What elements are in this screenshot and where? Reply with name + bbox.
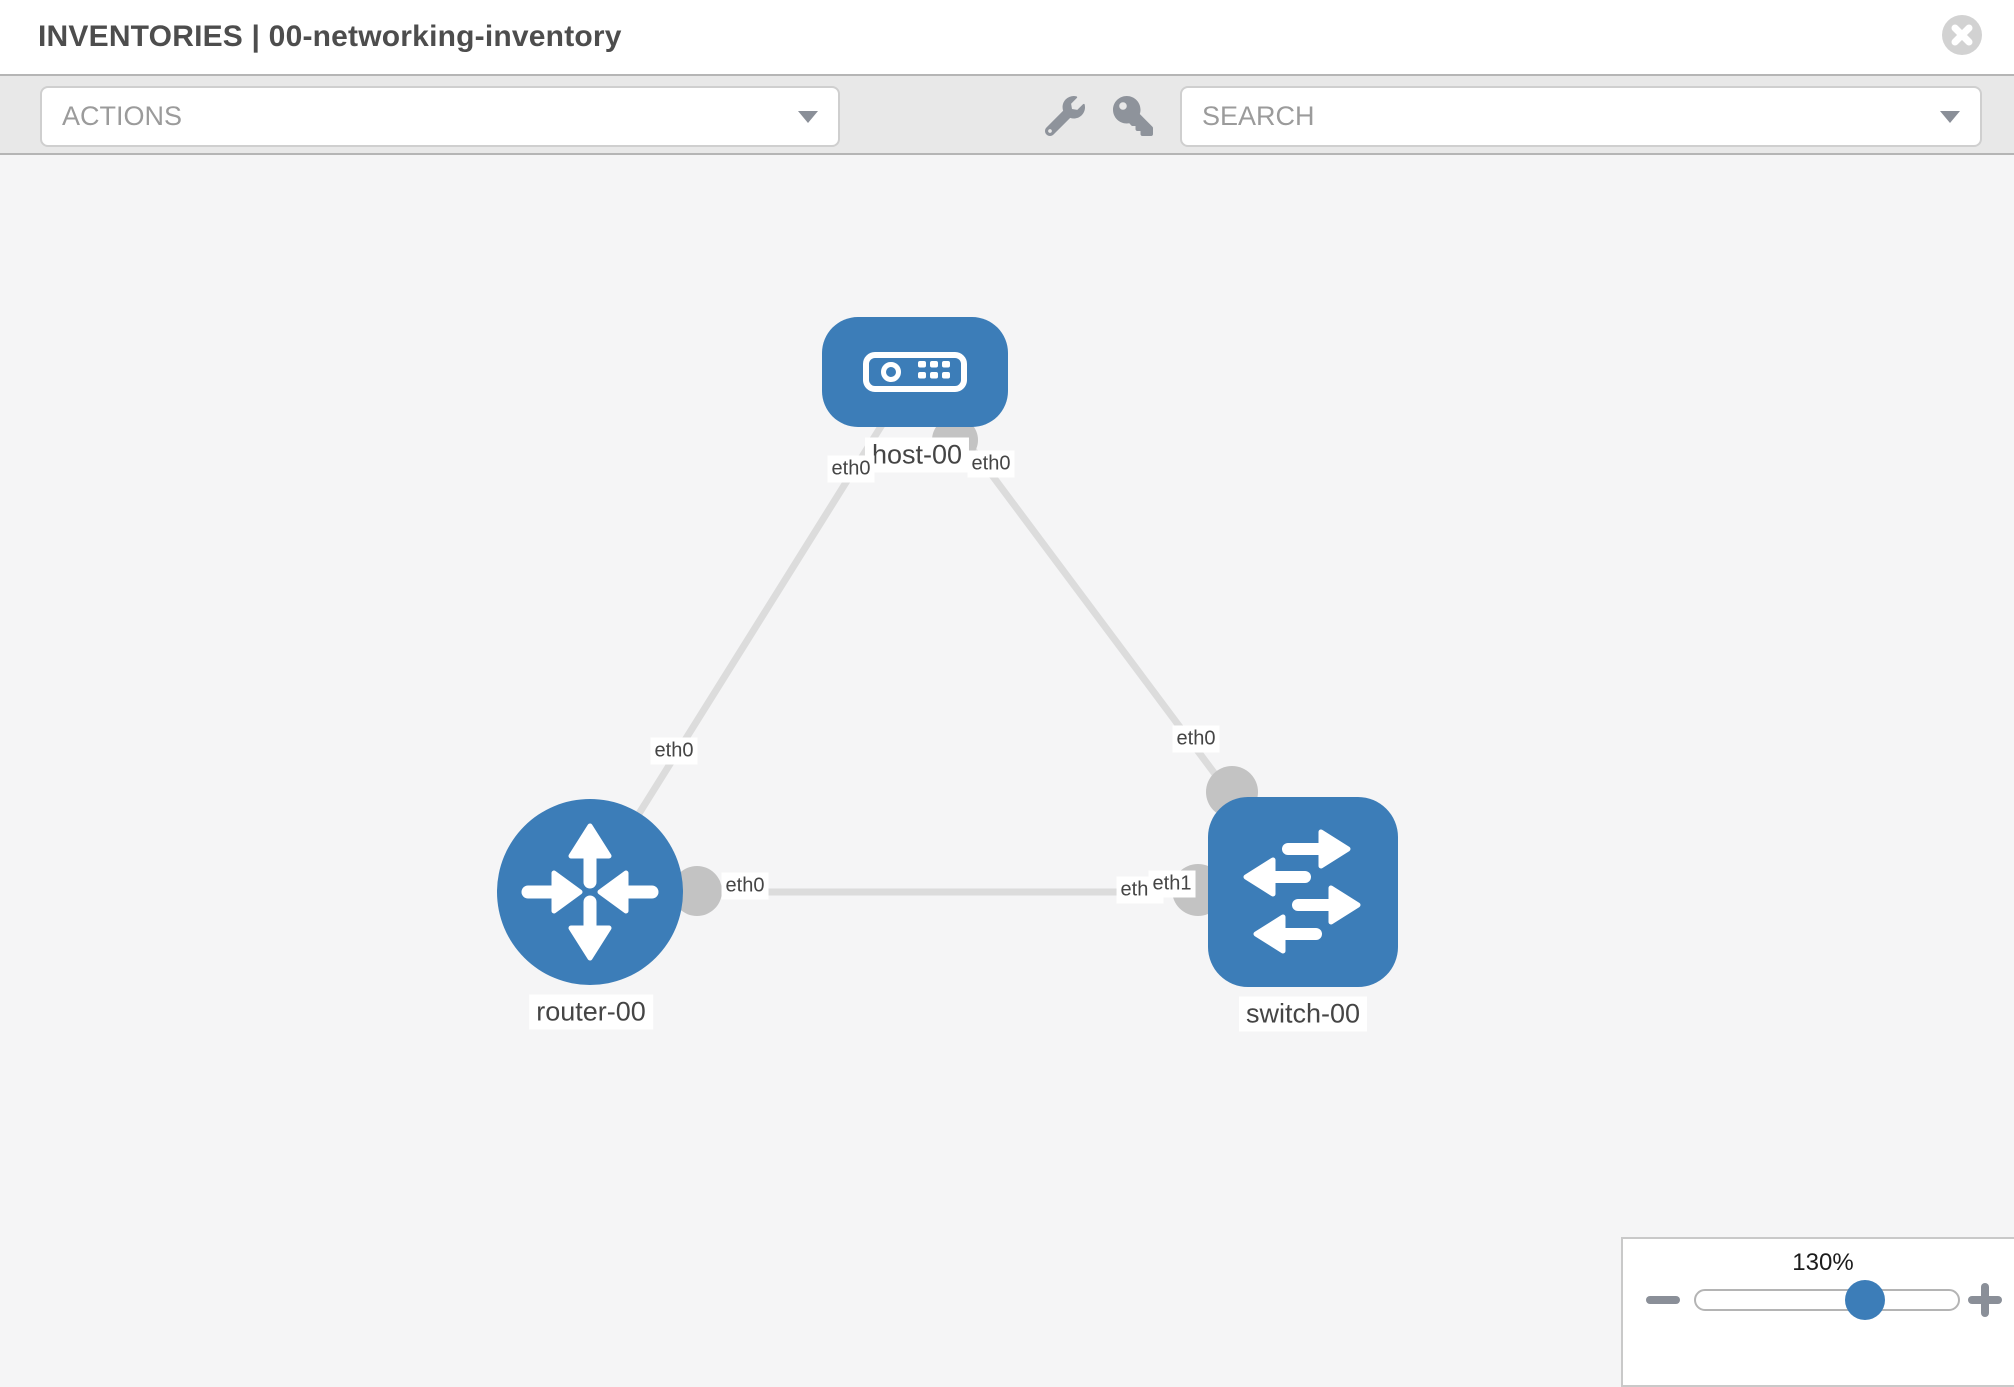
zoom-in-button[interactable] <box>1967 1282 2003 1318</box>
interface-label: eth1 <box>1148 870 1196 898</box>
node-label-switch: switch-00 <box>1238 996 1368 1032</box>
chevron-down-icon <box>1940 110 1960 123</box>
interface-label: eth0 <box>650 737 698 765</box>
node-host-00[interactable] <box>822 317 1008 427</box>
router-icon <box>521 823 659 961</box>
zoom-slider-track[interactable] <box>1694 1289 1960 1311</box>
interface-label: eth0 <box>721 872 769 900</box>
header: INVENTORIES | 00-networking-inventory <box>0 0 2014 74</box>
credentials-button[interactable] <box>1112 96 1154 138</box>
plus-icon <box>1967 1283 2003 1321</box>
actions-dropdown[interactable]: ACTIONS <box>40 86 840 147</box>
interface-label: eth0 <box>1172 725 1220 753</box>
x-circle-icon <box>1942 15 1982 58</box>
page-title: INVENTORIES | 00-networking-inventory <box>38 20 622 53</box>
close-button[interactable] <box>1942 15 1982 55</box>
switch-icon <box>1243 829 1361 954</box>
wrench-icon <box>1044 96 1085 139</box>
minus-icon <box>1645 1296 1681 1321</box>
topology-canvas[interactable]: host-00 eth0 eth0 eth0 eth0 eth0 eth1 et… <box>0 155 2014 1387</box>
node-switch-00[interactable] <box>1208 797 1398 987</box>
zoom-slider-thumb[interactable] <box>1845 1280 1885 1320</box>
key-icon <box>1113 96 1153 139</box>
search-placeholder: SEARCH <box>1202 101 1315 131</box>
interface-label: eth0 <box>967 450 1015 478</box>
configure-button[interactable] <box>1044 96 1086 138</box>
node-label-host: host-00 <box>864 437 970 473</box>
interface-label: eth0 <box>827 455 875 483</box>
chevron-down-icon <box>798 110 818 123</box>
zoom-control-panel: 130% <box>1621 1237 2014 1387</box>
node-router-00[interactable] <box>497 799 683 985</box>
zoom-out-button[interactable] <box>1645 1282 1681 1318</box>
endpoint-dot <box>672 866 722 916</box>
toolbar: ACTIONS SEARCH <box>0 74 2014 155</box>
actions-dropdown-label: ACTIONS <box>62 101 183 131</box>
search-dropdown[interactable]: SEARCH <box>1180 86 1982 147</box>
zoom-level-value: 130% <box>1792 1249 1854 1276</box>
host-icon <box>863 352 967 392</box>
node-label-router: router-00 <box>529 994 653 1030</box>
